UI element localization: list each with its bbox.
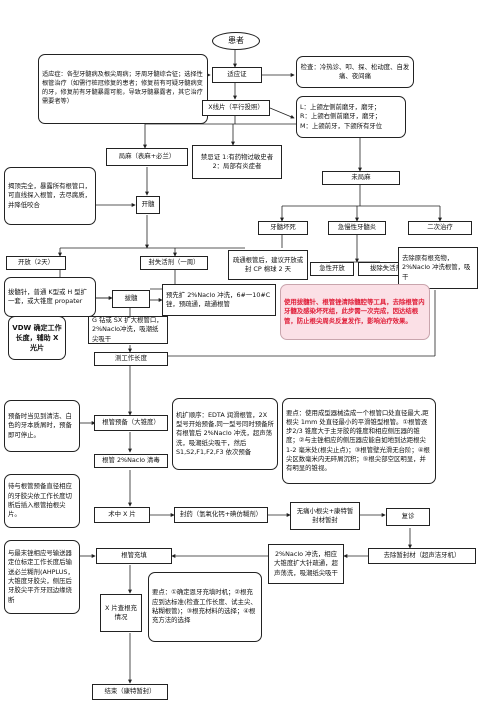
open-drain-node: 开放（2天） [6, 256, 66, 270]
pulp-extract-note: 拔髓针，普通 K型或 H 型扩一套，或大锥度 propater [4, 277, 96, 317]
final-rinse-node: 2%Naclo 冲洗，相应大锥度扩大针疏通，超声荡洗，吸潮纸尖吸干 [268, 544, 344, 584]
seal-medicate-node: 封失活剂（一周） [140, 256, 208, 270]
indication-node: 适应证 [212, 67, 262, 83]
xray-node: X线片（平行投照） [202, 100, 270, 116]
g-drill-node: G 钻或 SX 扩大根管口，2%Naclo冲洗，吸潮纸尖吸干 [88, 316, 168, 344]
warning-note: 使用拔髓针、根管锉清除髓腔等工具，去除根管内牙髓及感染坏死组，此步需一次完成，因… [280, 284, 430, 340]
tooth-parts-note: L：上颌左侧前磨牙，磨牙； R：上颌右侧前磨牙，磨牙； M：上颌前牙，下颌所有牙… [296, 96, 406, 138]
fill-points-note: 要点：①确定恩牙充填时机；②根充应到达标准(检查工作长度、试主尖、粘糊根管)；③… [148, 572, 262, 642]
end-node: 结束（康特暂封） [92, 684, 168, 700]
remove-filling-node: 去除原有根充物，2%Naclo 冲洗根管，吸干 [398, 247, 478, 289]
seal-node: 封药（氢氧化钙+碘仿糊剂） [174, 507, 268, 523]
prep-stop-note: 预备时当见到清洁、白色的牙本质屑时，预备即可停止。 [4, 400, 80, 452]
not-anesthetized-node: 未局麻 [322, 171, 400, 185]
measure-length-node: 测工作长度 [94, 352, 168, 366]
no-symptom-node: 无痛小根尖+康特暂封材暂封 [290, 502, 360, 530]
remove-temp-node: 去除暂封材（超声洁牙机） [368, 548, 476, 564]
exam-note: 检查：冷热诊、叩、探、松动度、自发痛、夜间痛 [296, 56, 414, 88]
canal-prep-node: 根管预备（大锥度） [94, 415, 168, 431]
emergency-open-node: 急性开放 [310, 262, 354, 276]
pulp-open-node: 开髓 [136, 196, 160, 214]
tool-steps-note: 机扩顺序：EDTA 润滑根管，2X 型号开始预备,同一型号同时预备所有根管后 2… [172, 398, 278, 470]
irrigate-node: 根管 2%Naclo 清毒 [94, 454, 168, 468]
master-cone-note: 待与根管预备直径相应的牙胶尖依工作长度切断后插入根管拍根尖片。 [4, 474, 80, 528]
local-anesthesia-node: 局麻（表麻+必兰） [106, 148, 188, 166]
start-node: 患者 [212, 32, 260, 50]
indication-note: 适应症：各型牙髓病及根尖周病；牙周牙髓综合征；选择性根管治疗（如需行桩冠修复的患… [38, 54, 208, 124]
contraindication-node: 禁忌证 1:有药物过敏史者 2：局部有炎症者 [192, 145, 282, 179]
review-node: 复诊 [386, 508, 430, 526]
pulp-extract-node: 拔髓 [112, 290, 150, 308]
acute-pulpitis-node: 急慢性牙髓炎 [328, 221, 386, 235]
key-points-note: 要点：使用成型器械造成一个根管口处直径最大,距根尖 1mm 处直径最小的平滑锥型… [282, 398, 436, 484]
xray-check-node: X 片查根充情况 [100, 594, 142, 632]
secondary-treatment-node: 二次治疗 [408, 221, 472, 235]
sealed-canal-node: 疏通根管后，建议开放或封 CP 棉球 2 天 [228, 250, 308, 280]
length-note: 与最末锉相应号输送器定位标定工作长度后输送必兰糊剂(AHPLUS，大锥度牙胶尖，… [4, 540, 80, 614]
mid-xray-node: 术中 X 片 [94, 507, 150, 523]
pulp-necrosis-node: 牙髓坏死 [258, 221, 308, 235]
pulp-access-note: 揭顶完全，暴露所有根管口，可直线探入根管，去尽腐质，并降低咬合 [4, 167, 96, 225]
canal-fill-node: 根管充填 [96, 548, 172, 564]
pre-access-node: 预先扩 2%Naclo 冲洗，6#一10#C 锉，预疏通，疏通根管 [162, 284, 276, 316]
working-length-note: VDW 确定工作长度，辅助 X 光片 [8, 316, 66, 360]
